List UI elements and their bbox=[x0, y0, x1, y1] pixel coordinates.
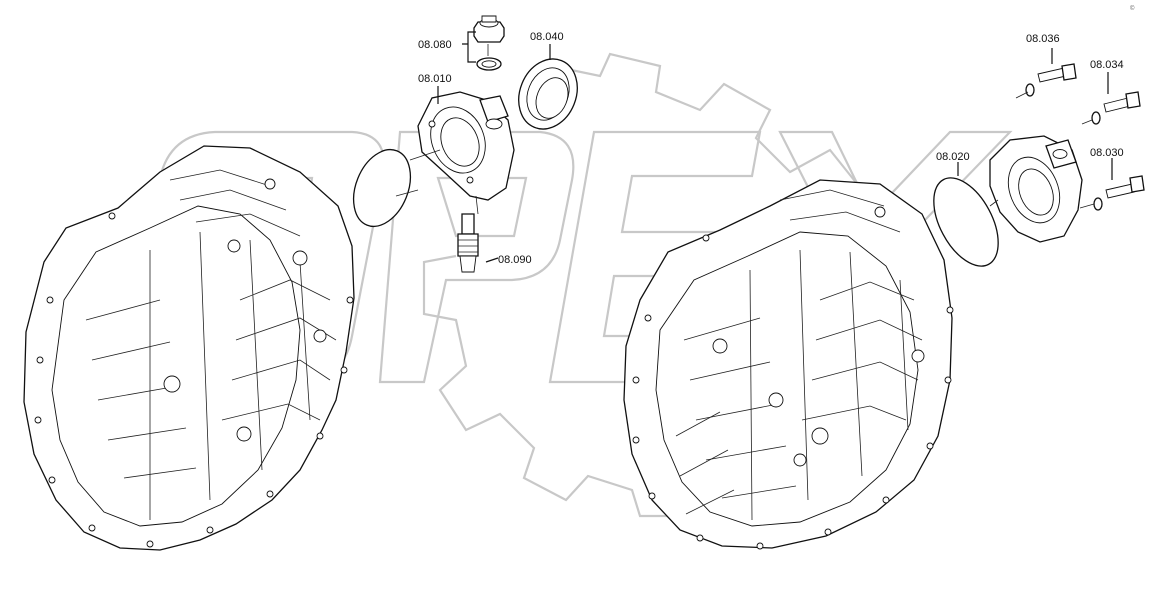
left-housing bbox=[23, 145, 355, 551]
callout-08-034: 08.034 bbox=[1090, 59, 1124, 71]
part-08-036-bolt bbox=[1025, 63, 1077, 97]
part-08-090-sensor bbox=[457, 213, 479, 273]
callout-08-030: 08.030 bbox=[1090, 147, 1124, 159]
callout-08-040: 08.040 bbox=[530, 31, 564, 43]
right-housing bbox=[623, 179, 954, 550]
corner-mark: © bbox=[1130, 5, 1135, 12]
leader-lines bbox=[395, 31, 1113, 263]
right-cover bbox=[989, 135, 1083, 243]
part-08-020-o-ring bbox=[933, 177, 999, 267]
callout-labels: 08.080 08.040 08.010 08.090 08.036 08.03… bbox=[418, 5, 1135, 266]
callout-08-036: 08.036 bbox=[1026, 33, 1060, 45]
part-08-010-cover bbox=[417, 91, 515, 201]
callout-08-080: 08.080 bbox=[418, 39, 452, 51]
callout-08-010: 08.010 bbox=[418, 73, 452, 85]
callout-08-090: 08.090 bbox=[498, 254, 532, 266]
callout-08-020: 08.020 bbox=[936, 151, 970, 163]
part-08-030-bolt bbox=[1093, 175, 1145, 211]
o-ring-left bbox=[352, 149, 412, 227]
part-08-040-seal bbox=[518, 58, 578, 130]
part-08-034-bolt bbox=[1091, 91, 1141, 125]
part-08-080-plug bbox=[473, 15, 505, 71]
